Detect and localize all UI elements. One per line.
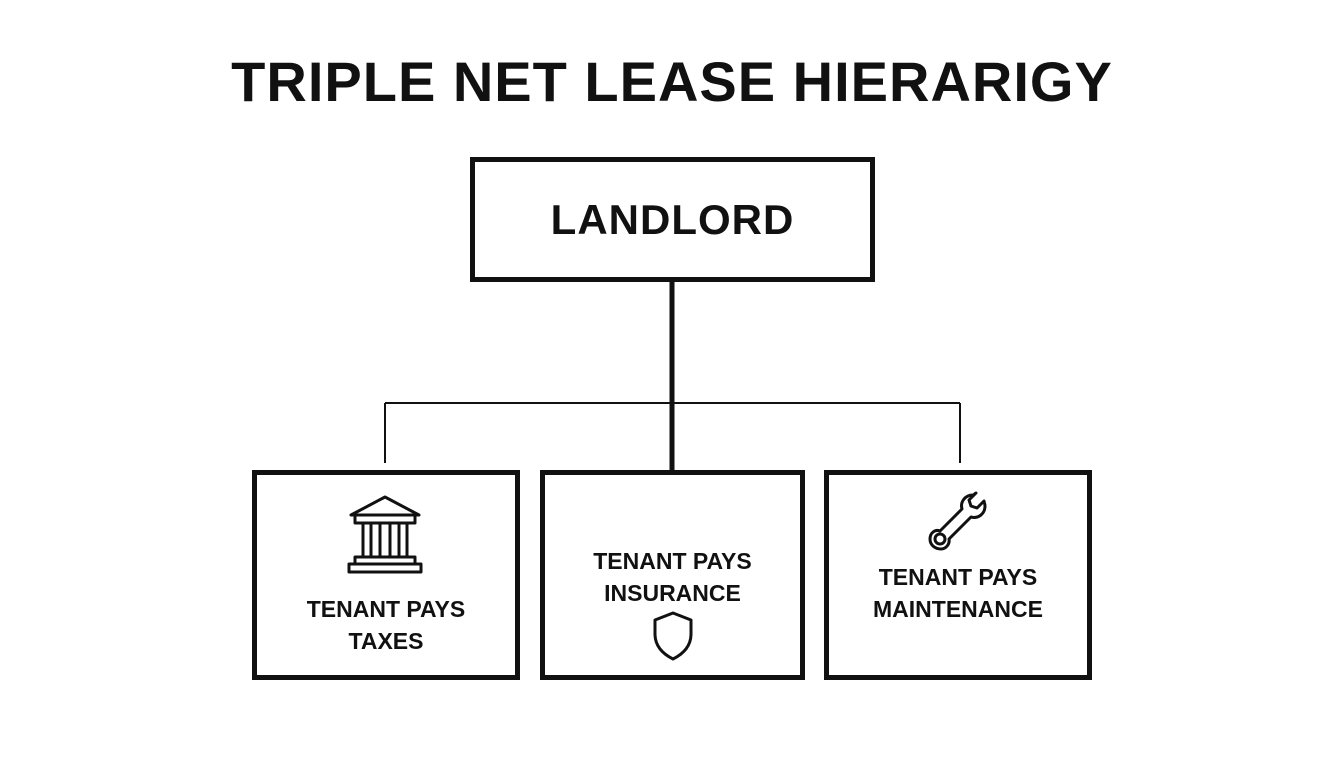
taxes-label-line1: TENANT PAYS [306,596,466,622]
maintenance-label-line2: MAINTENANCE [873,596,1043,622]
maintenance-label-line1: TENANT PAYS [878,564,1038,590]
landlord-label: LANDLORD [550,195,795,243]
taxes-node: TENANT PAYS TAXES [252,470,520,680]
insurance-node: TENANT PAYS INSURANCE [540,470,805,680]
maintenance-label: TENANT PAYS MAINTENANCE [829,561,1087,625]
maintenance-node: TENANT PAYS MAINTENANCE [824,470,1092,680]
insurance-label-line1: TENANT PAYS [593,548,752,574]
wrench-icon [927,489,997,559]
landlord-node: LANDLORD [470,157,875,282]
shield-icon [651,610,695,662]
diagram-title: TRIPLE NET LEASE HIERARIGY [231,50,1113,113]
bank-building-icon [347,493,423,577]
taxes-label-line2: TAXES [348,628,424,654]
insurance-label: TENANT PAYS INSURANCE [545,545,800,609]
taxes-label: TENANT PAYS TAXES [257,593,515,657]
insurance-label-line2: INSURANCE [604,580,741,606]
